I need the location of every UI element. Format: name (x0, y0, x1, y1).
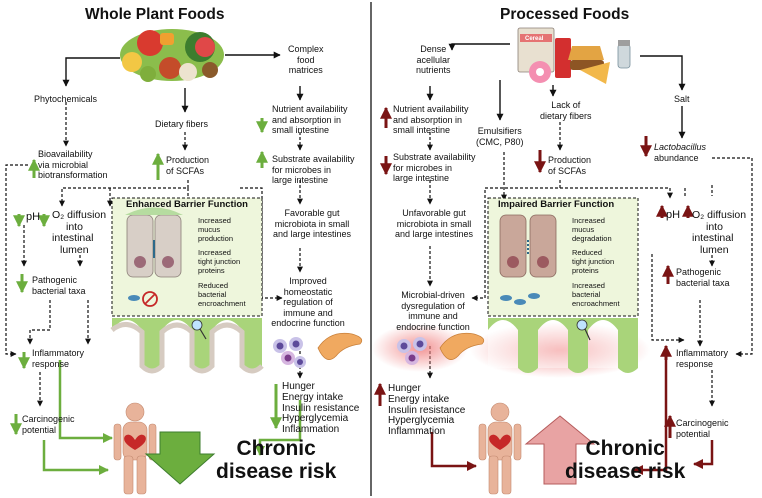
ph-label-left: pH (26, 211, 41, 223)
bacteria-icon (128, 291, 158, 307)
emulsifiers-label: Emulsifiers(CMC, P80) (476, 126, 524, 147)
left-title: Whole Plant Foods (85, 6, 225, 23)
heart-icon-left (124, 434, 146, 450)
immune-cells-right (397, 337, 427, 365)
enhanced-barrier-title: Enhanced Barrier Function (126, 199, 248, 210)
heart-icon-right (489, 434, 511, 450)
phytochemicals-label: Phytochemicals (34, 94, 98, 104)
pancreas-right (439, 332, 485, 360)
indicator-arrows-left (9, 118, 282, 436)
impaired-barrier-panel (487, 197, 639, 317)
big-up-arrow-red (524, 415, 596, 485)
intestine-illustration-left (110, 318, 264, 374)
enhanced-barrier-panel (111, 197, 263, 317)
big-down-arrow-green (144, 431, 216, 485)
processed-foods-illustration (517, 27, 631, 84)
ph-label-right: pH (666, 209, 681, 221)
salt-label: Salt (674, 94, 690, 104)
cereal-box-label: Cereal (525, 36, 544, 42)
right-title: Processed Foods (500, 6, 630, 23)
dietary-fibers-label-left: Dietary fibers (155, 119, 209, 129)
pancreas-left (317, 332, 363, 360)
intestine-illustration-right (470, 318, 650, 378)
immune-cells-left (273, 337, 306, 368)
indicator-arrows-right (374, 106, 694, 438)
impaired-barrier-title: Impaired Barrier Function (498, 199, 615, 210)
whole-foods-illustration (120, 29, 224, 82)
